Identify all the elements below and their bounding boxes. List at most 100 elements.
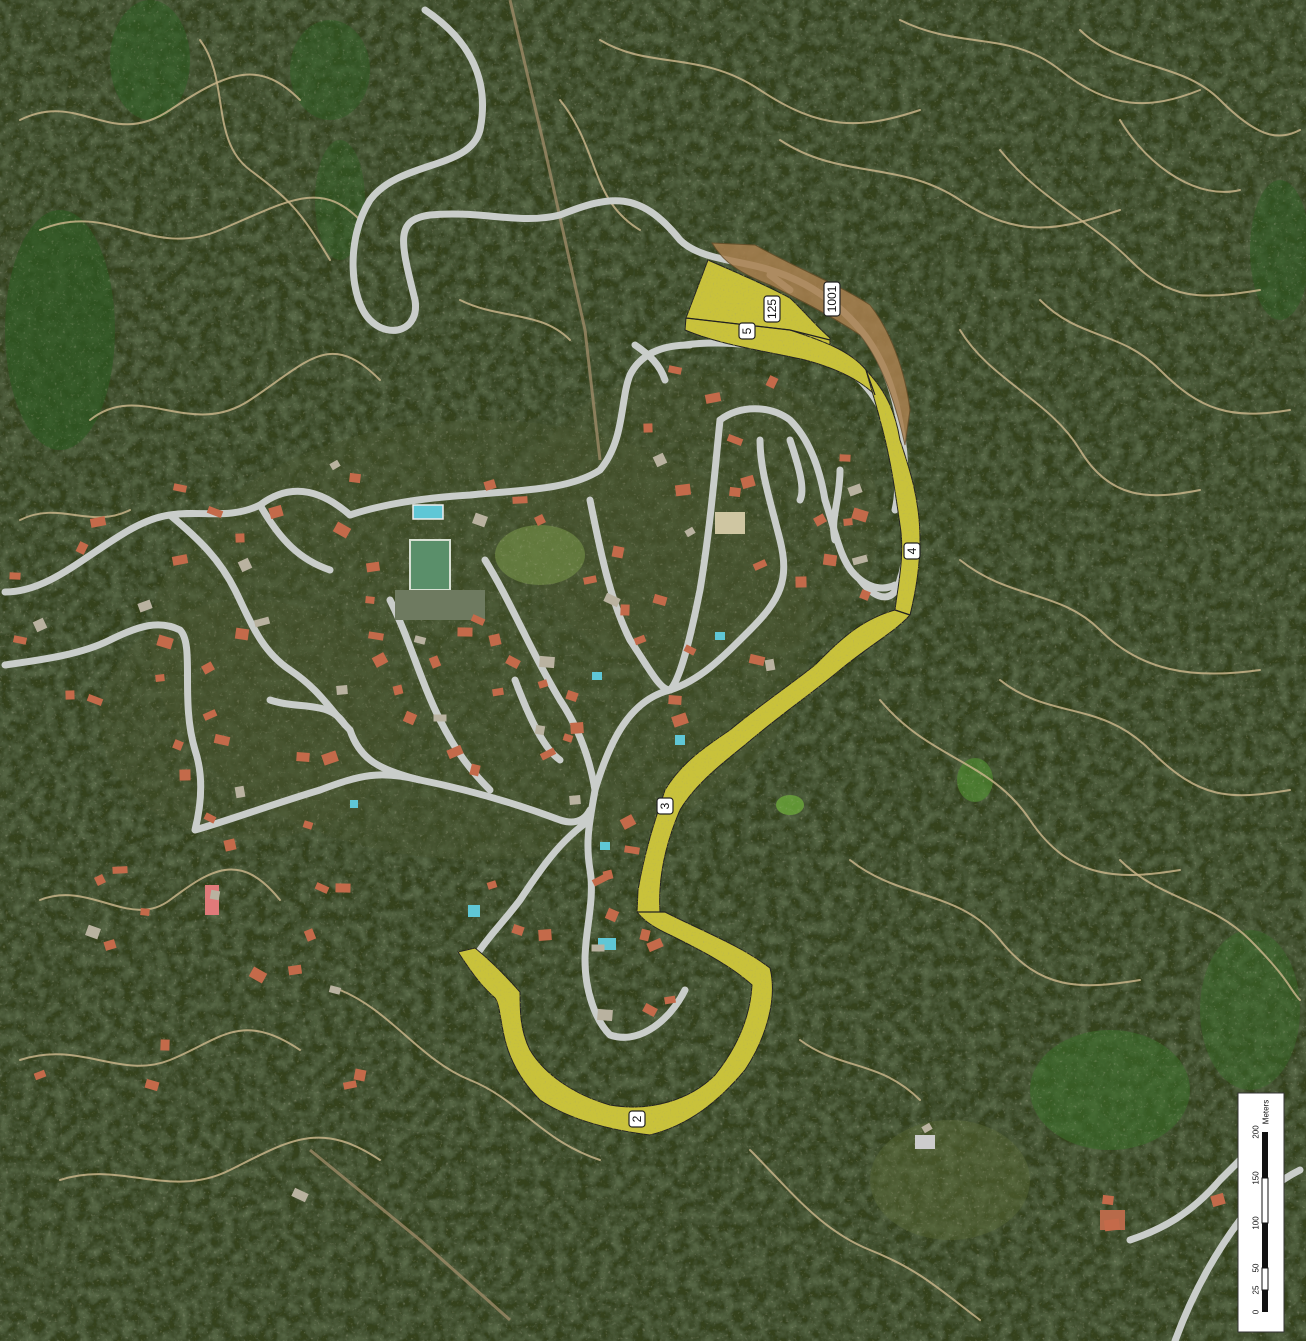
svg-text:5: 5: [740, 327, 754, 334]
house-roof: [86, 694, 104, 706]
house-roof: [488, 633, 502, 647]
house-roof: [847, 483, 863, 497]
house-roof: [728, 486, 742, 498]
house-roof: [12, 635, 28, 645]
dirt-trails: [19, 19, 1301, 1321]
house-roof: [664, 995, 676, 1005]
house-roof: [1101, 1194, 1115, 1206]
house-roof: [296, 752, 310, 762]
house-roof: [538, 929, 552, 941]
house-roofs: [9, 365, 1226, 1232]
house-roof: [505, 654, 521, 670]
house-roof: [570, 722, 584, 734]
house-roof: [534, 724, 546, 736]
house-roof: [748, 653, 766, 667]
house-roof: [428, 655, 442, 669]
house-roof: [156, 634, 174, 650]
house-roof: [620, 604, 630, 616]
scale-bar: 0 25 50 100 150 200 Meters: [1237, 1092, 1285, 1333]
house-roof: [1103, 1218, 1121, 1232]
house-roof: [822, 553, 838, 567]
house-roof: [348, 472, 362, 484]
house-roof: [562, 733, 574, 743]
svg-text:1001: 1001: [825, 285, 839, 312]
house-roof: [237, 557, 253, 573]
house-roof: [112, 866, 128, 874]
house-roof: [671, 712, 689, 728]
svg-text:0: 0: [1252, 1309, 1261, 1314]
parcel-5-area[interactable]: [684, 317, 876, 396]
house-roof: [342, 1080, 358, 1090]
svg-text:3: 3: [658, 802, 672, 809]
house-roof: [268, 504, 284, 520]
house-roof: [795, 576, 807, 588]
house-roof: [674, 483, 692, 497]
house-roof: [336, 685, 348, 695]
house-roof: [160, 1039, 170, 1051]
svg-text:150: 150: [1252, 1171, 1261, 1185]
house-roof: [591, 944, 605, 952]
house-roof: [32, 617, 48, 633]
house-roof: [646, 937, 664, 953]
parcel-label-125: 125: [763, 295, 781, 323]
house-roof: [171, 554, 189, 566]
scale-bar-segment-2: [1262, 1223, 1268, 1268]
svg-text:50: 50: [1252, 1263, 1261, 1272]
house-roof: [765, 375, 779, 389]
parcel-label-5: 5: [738, 322, 756, 340]
house-roof: [813, 513, 827, 527]
scale-tick-100: 100: [1252, 1216, 1261, 1230]
house-roof: [624, 845, 640, 855]
house-roof: [365, 596, 375, 604]
settlement-buildings: [205, 504, 1125, 1230]
house-roof: [921, 1122, 933, 1134]
svg-text:2: 2: [630, 1115, 644, 1122]
house-roof: [75, 541, 89, 555]
house-roof: [89, 516, 107, 528]
house-roof: [302, 820, 314, 830]
house-roof: [539, 655, 555, 669]
house-roof: [639, 928, 651, 942]
parcel-3-area[interactable]: [636, 609, 911, 913]
parcel-1001-area[interactable]: [711, 242, 911, 446]
house-roof: [234, 785, 246, 799]
svg-text:Meters: Meters: [1262, 1100, 1271, 1124]
scale-bar-segment-1: [1261, 1267, 1269, 1291]
scale-tick-200: 200: [1252, 1125, 1261, 1139]
house-roof: [539, 747, 557, 761]
house-roof: [392, 684, 404, 696]
house-roof: [704, 392, 722, 404]
svg-text:125: 125: [765, 299, 779, 319]
house-roof: [321, 750, 339, 766]
svg-text:100: 100: [1252, 1216, 1261, 1230]
house-roof: [93, 873, 107, 887]
parcel-label-3: 3: [656, 797, 674, 815]
scale-tick-50: 50: [1252, 1263, 1261, 1272]
house-roof: [512, 496, 528, 504]
house-roof: [511, 923, 525, 937]
house-roof: [1210, 1192, 1226, 1208]
house-roof: [752, 559, 768, 571]
house-roof: [537, 679, 549, 689]
house-roof: [533, 513, 547, 527]
house-roof: [591, 873, 609, 887]
scale-tick-0: 0: [1252, 1309, 1261, 1314]
house-roof: [234, 627, 250, 641]
parcel-2-area[interactable]: [457, 911, 773, 1136]
house-roof: [137, 599, 153, 613]
house-roof: [213, 733, 231, 747]
house-roof: [103, 939, 117, 951]
scale-tick-150: 150: [1252, 1171, 1261, 1185]
house-roof: [368, 631, 384, 641]
house-roof: [202, 709, 218, 721]
house-roof: [597, 1008, 613, 1022]
house-roof: [179, 769, 191, 781]
house-roof: [371, 652, 389, 668]
house-roof: [643, 423, 653, 433]
house-roof: [633, 634, 647, 646]
house-roof: [223, 838, 237, 852]
house-roof: [291, 1187, 309, 1203]
house-roof: [483, 479, 497, 491]
house-roof: [446, 744, 464, 760]
